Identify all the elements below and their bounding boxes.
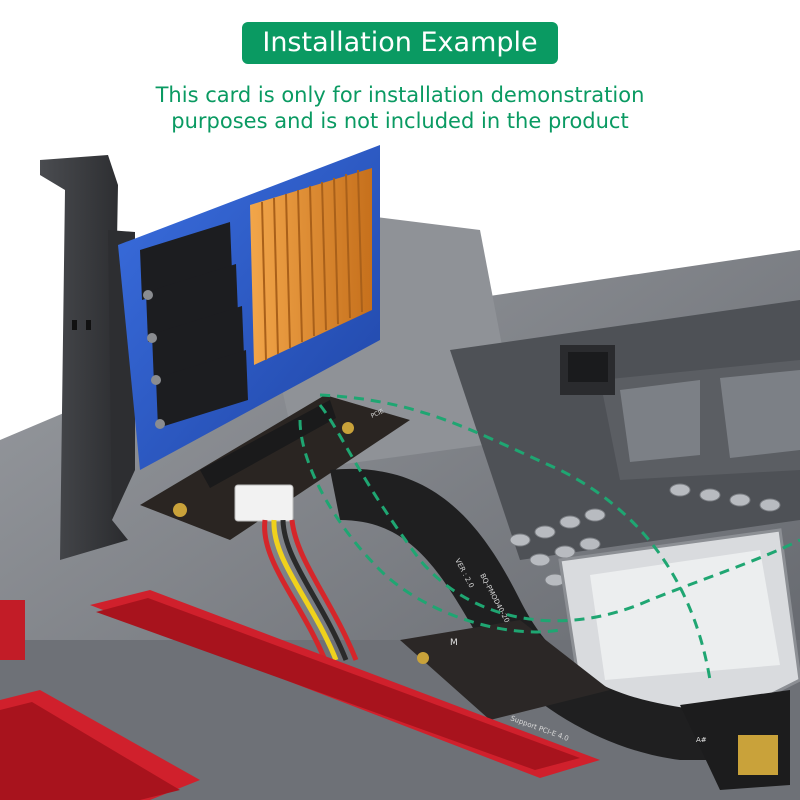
subtitle-line-1: This card is only for installation demon… (155, 83, 645, 107)
connector-end-label: A# (696, 736, 707, 744)
installation-guide-lines (298, 393, 800, 681)
ribbon-cable: VER : 2.0 BQ-PMOD40-200 Support PCI-E 4.… (330, 468, 760, 760)
riser-adapter-board: PCIE (140, 395, 410, 540)
title-banner: Installation Example (242, 22, 558, 64)
page-title: Installation Example (262, 27, 538, 58)
nvme-adapter-card (118, 145, 380, 470)
subtitle-line-2: purposes and is not included in the prod… (171, 109, 629, 133)
molex-power-cable (234, 484, 359, 661)
connector-mark: M (450, 638, 458, 648)
vrm-heatsink (560, 345, 800, 480)
header: Installation Example This card is only f… (0, 0, 800, 150)
card-heatsink (250, 168, 372, 365)
m2-connector: M A# (400, 620, 790, 790)
pcie-slots (0, 590, 600, 800)
